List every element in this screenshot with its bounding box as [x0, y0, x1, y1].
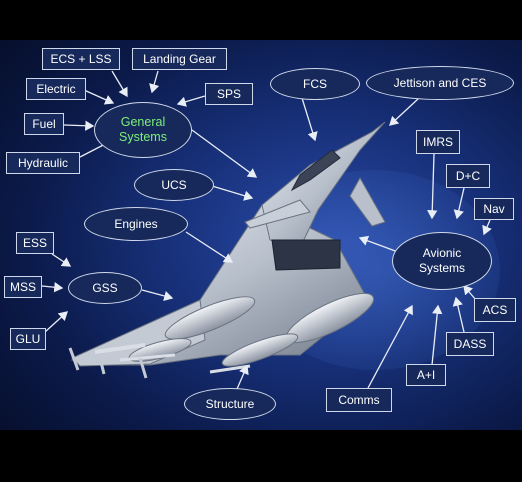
ecs-lss-box: ECS + LSS: [42, 48, 120, 70]
arrow-comms: [367, 304, 413, 389]
ucs-node: UCS: [134, 169, 214, 201]
arrow-acs: [463, 285, 477, 301]
structure-node: Structure: [184, 388, 276, 420]
arrow-glu: [44, 311, 68, 333]
top-black-band: [0, 0, 522, 40]
landing-gear-box: Landing Gear: [132, 48, 227, 70]
arrow-landing-gear: [149, 70, 160, 94]
arrow-fuel: [63, 120, 95, 131]
general-systems-node: General Systems: [94, 102, 192, 158]
fcs-node: FCS: [270, 68, 360, 100]
comms-box: Comms: [326, 388, 392, 412]
arrow-d-c: [453, 187, 465, 220]
arrow-engines: [185, 231, 234, 263]
a-i-box: A+I: [406, 364, 446, 386]
arrow-general-systems: [191, 129, 258, 178]
nav-box: Nav: [474, 198, 514, 220]
jettison-ces-node: Jettison and CES: [366, 66, 514, 100]
d-c-box: D+C: [446, 164, 490, 188]
arrow-nav: [482, 219, 492, 236]
glu-box: GLU: [10, 328, 46, 350]
arrow-ess: [51, 253, 72, 267]
mss-box: MSS: [4, 276, 42, 298]
arrow-ucs: [211, 185, 254, 201]
gss-node: GSS: [68, 272, 142, 304]
arrow-a-i: [431, 304, 443, 366]
avionic-systems-node: Avionic Systems: [392, 232, 492, 290]
bottom-black-band: [0, 430, 522, 482]
arrow-sps: [176, 95, 206, 107]
hydraulic-box: Hydraulic: [6, 152, 80, 174]
engines-node: Engines: [84, 207, 188, 241]
arrow-imrs: [427, 153, 438, 220]
imrs-box: IMRS: [416, 130, 460, 154]
acs-box: ACS: [474, 298, 516, 322]
electric-box: Electric: [26, 78, 86, 100]
sps-box: SPS: [205, 83, 253, 105]
fuel-box: Fuel: [24, 113, 64, 135]
arrow-avionic-systems: [358, 235, 399, 253]
ess-box: ESS: [16, 232, 54, 254]
arrow-fcs: [301, 97, 318, 142]
arrow-dass: [452, 296, 465, 333]
arrow-gss: [141, 289, 174, 302]
dass-box: DASS: [446, 332, 494, 356]
arrow-jettison: [389, 98, 419, 126]
arrow-electric: [83, 89, 115, 105]
arrow-structure: [236, 364, 249, 390]
arrow-ecs-lss: [111, 70, 128, 98]
arrow-mss: [41, 282, 64, 293]
